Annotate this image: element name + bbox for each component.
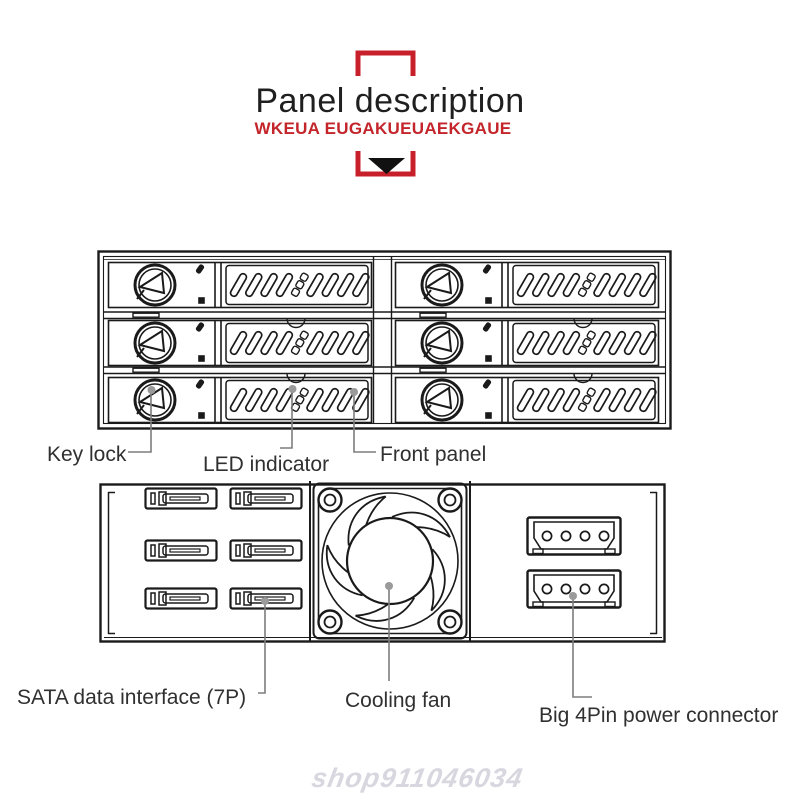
led-indicator-leader-line — [280, 390, 293, 449]
sata-interface-label: SATA data interface (7P) — [17, 686, 247, 709]
cooling-fan-label: Cooling fan — [345, 689, 452, 712]
cooling-fan-icon — [309, 481, 471, 642]
page-title: Panel description — [255, 82, 525, 120]
sata-leader-line — [258, 602, 266, 694]
power-connector-label: Big 4Pin power connector — [539, 704, 779, 727]
power-leader-line — [572, 597, 592, 698]
red-bracket-bottom-icon — [355, 151, 416, 177]
side-brackets — [107, 491, 658, 635]
rear-panel-drawing — [99, 481, 666, 643]
tray-rails — [104, 311, 665, 384]
front-panel-drawing — [97, 250, 672, 430]
page-subtitle: WKEUA EUGAKUEUAEKGAUE — [254, 119, 512, 138]
key-lock-leader-line — [128, 391, 152, 453]
shop-watermark: shop911046034 — [309, 763, 526, 793]
front-panel-leader-line — [353, 393, 376, 453]
led-indicator-label: LED indicator — [203, 453, 330, 476]
fan-hub — [345, 516, 435, 606]
key-lock-label: Key lock — [47, 443, 127, 466]
down-triangle-icon — [368, 158, 405, 174]
red-bracket-top-icon — [355, 50, 416, 76]
leader-dots — [147, 385, 577, 605]
leader-lines — [128, 390, 592, 698]
front-panel-label: Front panel — [380, 443, 487, 466]
